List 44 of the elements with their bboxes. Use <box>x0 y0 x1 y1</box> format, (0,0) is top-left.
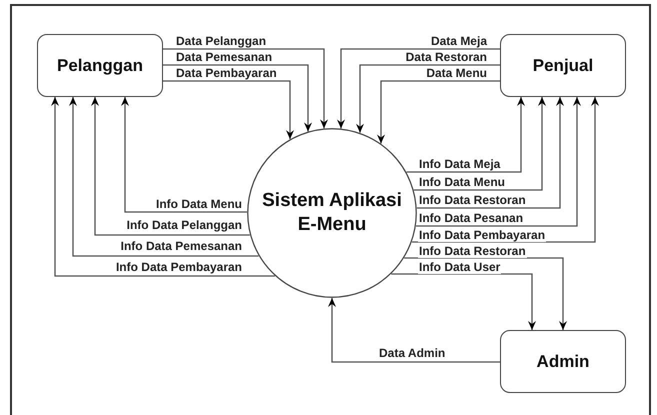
edge-label: Info Data User <box>418 261 502 274</box>
flow-arrow <box>412 97 599 243</box>
edge-label: Info Data Restoran <box>418 245 527 258</box>
edge-label: Info Data Menu <box>418 176 506 189</box>
node-label: Pelanggan <box>57 56 143 76</box>
flow-arrow <box>163 64 312 132</box>
flow-arrow <box>414 97 546 191</box>
edge-label: Info Data Pesanan <box>418 212 524 225</box>
flow-arrow <box>404 257 567 330</box>
edge-label: Info Data Pembayaran <box>114 261 243 274</box>
entity-box <box>500 34 626 97</box>
flow-arrow <box>337 48 500 128</box>
edge-label: Data Pelanggan <box>175 35 268 48</box>
node-label: Admin <box>536 352 590 372</box>
flow-arrow <box>416 97 564 209</box>
edge-label: Data Menu <box>425 67 488 80</box>
edge-label: Data Pembayaran <box>175 67 278 80</box>
edge-label: Data Meja <box>430 35 488 48</box>
flow-arrow <box>163 48 328 128</box>
edge-label: Data Admin <box>378 347 446 360</box>
process-circle <box>247 128 417 298</box>
flow-arrow <box>91 97 250 236</box>
flow-arrow <box>356 64 500 133</box>
edge-label: Info Data Meja <box>418 158 502 171</box>
flow-arrow <box>51 97 275 277</box>
flow-arrow <box>391 273 536 330</box>
flow-arrow <box>69 97 259 257</box>
flow-arrow <box>406 97 525 173</box>
flow-arrow <box>328 298 500 363</box>
edge-label: Info Data Pemesanan <box>120 240 243 253</box>
flow-arrow <box>163 80 294 140</box>
edge-label: Data Restoran <box>404 51 488 64</box>
edge-label: Info Data Pelanggan <box>126 219 243 232</box>
node-label: Penjual <box>532 56 594 76</box>
flow-arrow <box>377 80 500 144</box>
flow-arrow <box>121 97 247 213</box>
entity-box <box>37 34 163 97</box>
node-label: Sistem Aplikasi E-Menu <box>261 189 403 237</box>
edge-label: Info Data Restoran <box>418 194 527 207</box>
flow-arrow <box>416 97 581 227</box>
edge-label: Data Pemesanan <box>175 51 274 64</box>
edge-label: Info Data Pembayaran <box>418 229 546 242</box>
entity-box <box>500 330 626 393</box>
edge-label: Info Data Menu <box>155 198 243 211</box>
